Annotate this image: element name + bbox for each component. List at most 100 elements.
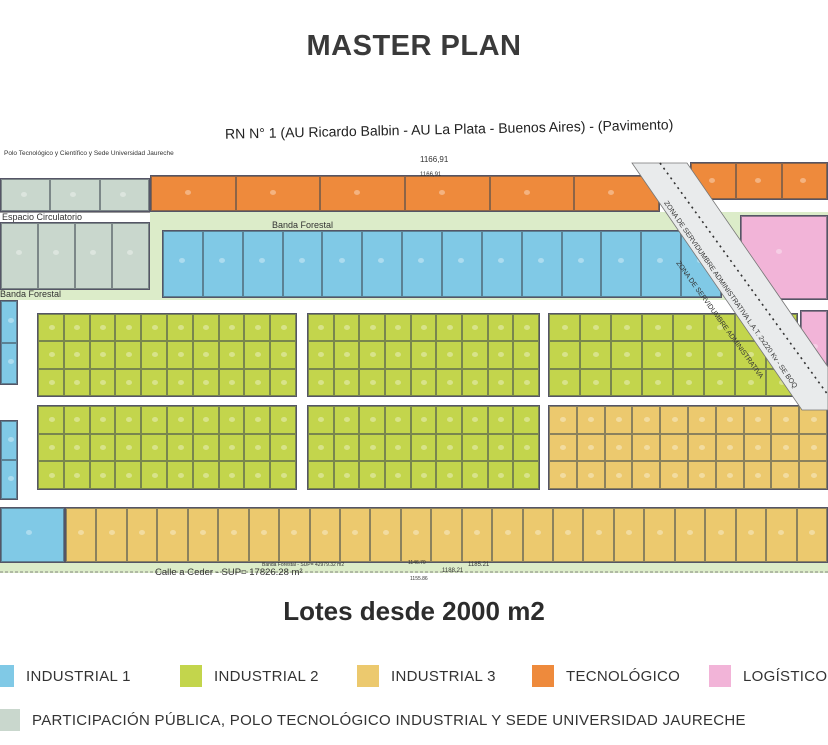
lot[interactable] [611, 368, 642, 396]
lot[interactable] [359, 368, 385, 396]
lot[interactable] [89, 314, 116, 342]
lot[interactable] [89, 461, 116, 489]
lot[interactable] [743, 461, 772, 489]
lot[interactable] [743, 406, 772, 434]
lot[interactable] [704, 341, 735, 369]
lot[interactable] [687, 461, 716, 489]
lot[interactable] [521, 231, 562, 297]
lot[interactable] [673, 368, 704, 396]
lot[interactable] [141, 406, 167, 434]
lot[interactable] [63, 433, 90, 462]
lot[interactable] [404, 176, 490, 211]
lot[interactable] [126, 508, 158, 562]
lot[interactable] [370, 508, 401, 562]
lot[interactable] [141, 368, 167, 396]
lot[interactable] [461, 508, 493, 562]
lot[interactable] [115, 341, 142, 369]
lot[interactable] [192, 314, 219, 342]
lot[interactable] [359, 461, 385, 489]
lot[interactable] [270, 314, 296, 342]
lot[interactable] [436, 433, 462, 462]
lot[interactable] [580, 368, 611, 396]
lot[interactable] [715, 433, 744, 462]
lot[interactable] [461, 341, 488, 369]
lot[interactable] [1, 179, 51, 211]
lot[interactable] [522, 508, 554, 562]
lot[interactable] [333, 368, 360, 396]
lot[interactable] [576, 461, 605, 489]
lot[interactable] [410, 341, 437, 369]
lot[interactable] [333, 314, 360, 342]
lot[interactable] [192, 406, 219, 434]
lot[interactable] [66, 508, 97, 562]
lot[interactable] [410, 433, 437, 462]
lot[interactable] [359, 433, 385, 462]
lot[interactable] [362, 231, 403, 297]
lot[interactable] [771, 461, 800, 489]
lot[interactable] [244, 368, 271, 396]
lot[interactable] [38, 461, 64, 489]
lot[interactable] [308, 341, 334, 369]
lot[interactable] [63, 406, 90, 434]
lot[interactable] [166, 461, 193, 489]
lot[interactable] [63, 314, 90, 342]
lot[interactable] [513, 433, 539, 462]
lot[interactable] [687, 406, 716, 434]
lot[interactable] [63, 368, 90, 396]
lot[interactable] [333, 461, 360, 489]
lot[interactable] [674, 508, 706, 562]
lot[interactable] [244, 461, 271, 489]
lot[interactable] [673, 341, 704, 369]
lot[interactable] [235, 176, 321, 211]
lot[interactable] [166, 433, 193, 462]
lot[interactable] [163, 231, 203, 297]
lot[interactable] [489, 176, 575, 211]
lot[interactable] [704, 314, 735, 342]
lot[interactable] [270, 461, 296, 489]
lot[interactable] [192, 433, 219, 462]
lot[interactable] [549, 433, 577, 462]
lot[interactable] [632, 406, 661, 434]
lot[interactable] [151, 176, 236, 211]
lot[interactable] [384, 368, 411, 396]
lot[interactable] [166, 368, 193, 396]
lot[interactable] [187, 508, 219, 562]
lot[interactable] [487, 461, 514, 489]
lot[interactable] [89, 433, 116, 462]
lot[interactable] [632, 461, 661, 489]
lot[interactable] [410, 406, 437, 434]
lot[interactable] [308, 314, 334, 342]
lot[interactable] [796, 508, 827, 562]
lot[interactable] [436, 461, 462, 489]
lot[interactable] [1, 460, 17, 499]
lot[interactable] [270, 433, 296, 462]
lot[interactable] [141, 433, 167, 462]
lot[interactable] [549, 341, 580, 369]
lot[interactable] [436, 341, 462, 369]
lot[interactable] [1, 421, 17, 460]
lot[interactable] [333, 406, 360, 434]
lot[interactable] [244, 433, 271, 462]
lot[interactable] [89, 406, 116, 434]
lot[interactable] [642, 368, 673, 396]
lot[interactable] [279, 508, 310, 562]
lot[interactable] [513, 368, 539, 396]
lot[interactable] [487, 341, 514, 369]
lot[interactable] [248, 508, 280, 562]
lot[interactable] [38, 406, 64, 434]
lot[interactable] [410, 368, 437, 396]
lot[interactable] [781, 163, 827, 199]
lot[interactable] [487, 406, 514, 434]
lot[interactable] [576, 433, 605, 462]
lot[interactable] [410, 314, 437, 342]
lot[interactable] [549, 314, 580, 342]
lot[interactable] [192, 368, 219, 396]
lot[interactable] [192, 341, 219, 369]
lot[interactable] [576, 406, 605, 434]
lot[interactable] [553, 508, 584, 562]
lot[interactable] [115, 314, 142, 342]
lot[interactable] [308, 406, 334, 434]
lot[interactable] [63, 341, 90, 369]
lot[interactable] [771, 406, 800, 434]
lot[interactable] [632, 433, 661, 462]
